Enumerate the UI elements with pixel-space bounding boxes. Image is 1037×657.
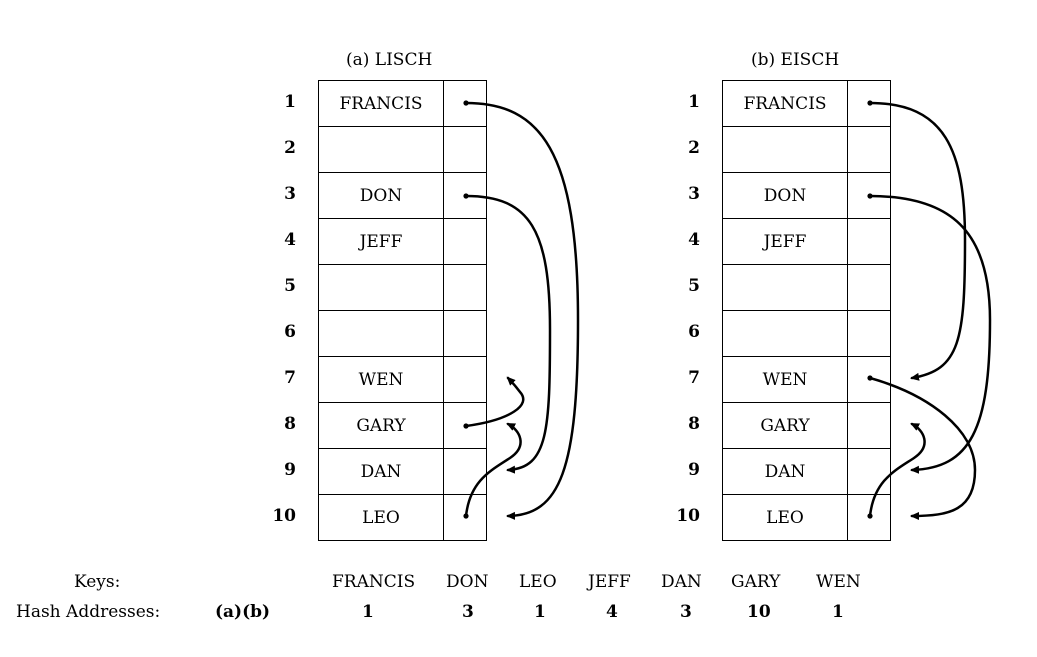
row-number: 7 — [688, 368, 700, 388]
row-number: 4 — [284, 230, 296, 250]
legend-key: DON — [446, 572, 489, 592]
legend-address: 4 — [606, 602, 618, 622]
legend-key: DAN — [661, 572, 702, 592]
legend-key: FRANCIS — [332, 572, 416, 592]
row-number: 5 — [284, 276, 296, 296]
row-number: 6 — [688, 322, 700, 342]
row-number: 1 — [284, 92, 296, 112]
legend-address: 3 — [462, 602, 474, 622]
link-arrow — [464, 376, 525, 428]
row-number: 4 — [688, 230, 700, 250]
legend-address: 1 — [832, 602, 844, 622]
row-number: 3 — [688, 184, 700, 204]
hash-addresses-label: Hash Addresses: — [16, 602, 161, 622]
lisch-title: (a) LISCH — [346, 50, 433, 70]
link-arrow — [868, 376, 977, 520]
legend-address: 10 — [747, 602, 771, 622]
legend-key: GARY — [731, 572, 781, 592]
pointer-dot — [463, 423, 469, 429]
legend-key: WEN — [816, 572, 861, 592]
pointer-dot — [867, 193, 873, 199]
legend-address: 1 — [534, 602, 546, 622]
pointer-dot — [463, 100, 469, 106]
hash-variant-label: (a)(b) — [215, 602, 271, 622]
link-arrow — [464, 422, 522, 518]
link-cell — [847, 494, 891, 541]
row-number: 1 — [688, 92, 700, 112]
row-number: 7 — [284, 368, 296, 388]
pointer-dot — [867, 100, 873, 106]
row-number: 2 — [284, 138, 296, 158]
pointer-dot — [867, 375, 873, 381]
row-number: 8 — [284, 414, 296, 434]
link-arrow — [464, 194, 552, 474]
row-number: 5 — [688, 276, 700, 296]
link-arrow — [868, 422, 926, 518]
legend-key: JEFF — [588, 572, 631, 592]
eisch-title: (b) EISCH — [751, 50, 840, 70]
row-number: 9 — [688, 460, 700, 480]
pointer-dot — [867, 513, 873, 519]
row-number: 9 — [284, 460, 296, 480]
row-number: 6 — [284, 322, 296, 342]
link-arrow — [868, 194, 992, 474]
link-arrow — [868, 101, 967, 381]
row-number: 10 — [272, 506, 296, 526]
keys-label: Keys: — [74, 572, 121, 592]
row-number: 8 — [688, 414, 700, 434]
legend-key: LEO — [519, 572, 557, 592]
row-number: 2 — [688, 138, 700, 158]
link-cell — [443, 494, 487, 541]
pointer-dot — [463, 513, 469, 519]
link-arrow — [464, 101, 580, 520]
row-number: 10 — [676, 506, 700, 526]
legend-address: 1 — [362, 602, 374, 622]
legend-address: 3 — [680, 602, 692, 622]
pointer-dot — [463, 193, 469, 199]
row-number: 3 — [284, 184, 296, 204]
